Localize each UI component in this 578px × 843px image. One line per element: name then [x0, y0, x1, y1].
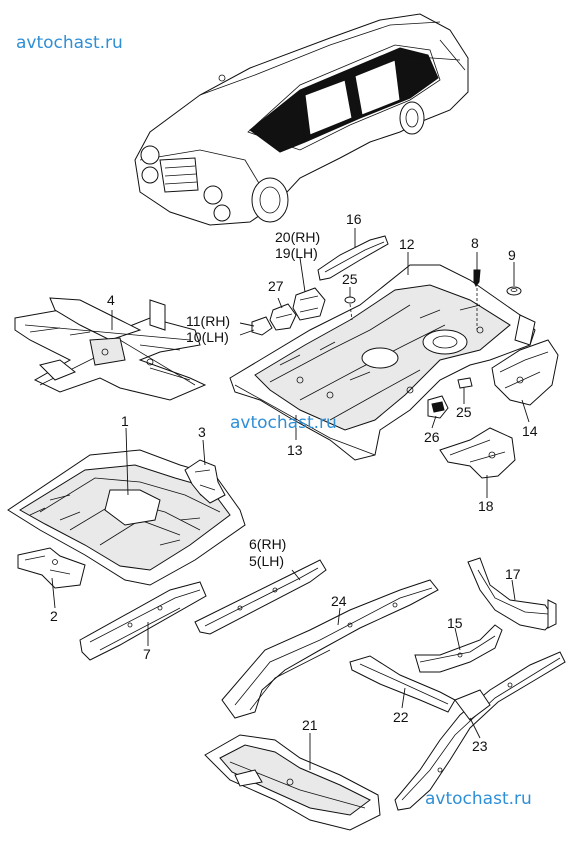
part-22-crossmember: [349, 655, 456, 713]
callout-21: 21: [302, 717, 318, 733]
callout-11-side: (RH): [200, 313, 231, 329]
callout-25-upper: 25: [342, 271, 358, 287]
part-26-bracket: [427, 395, 449, 419]
callout-11-rh: 11(RH): [186, 313, 230, 329]
callout-19-lh: 19(LH): [275, 245, 318, 261]
part-12-13-rear-floor: [229, 264, 536, 461]
part-21-rear-crossmember: [204, 734, 381, 831]
part-14-panel: [491, 339, 559, 406]
part-25-clip-b: [457, 377, 473, 389]
callout-19-side: (LH): [290, 245, 318, 261]
callout-27: 27: [268, 278, 284, 294]
callout-1: 1: [121, 413, 129, 429]
watermark-bottom-right: avtochast.ru: [425, 789, 532, 809]
callout-5-lh: 5(LH): [249, 553, 284, 569]
callout-22: 22: [393, 709, 409, 725]
callout-23: 23: [472, 738, 488, 754]
callout-10: 10: [186, 329, 202, 345]
callout-7: 7: [143, 646, 151, 662]
callout-8: 8: [471, 235, 479, 251]
callout-18: 18: [478, 498, 494, 514]
callout-9: 9: [508, 247, 516, 263]
callout-20-rh: 20(RH): [275, 229, 320, 245]
part-1-front-floor-pan: [7, 449, 246, 586]
part-17-rear-bracket: [467, 557, 557, 631]
part-9-plug: [506, 286, 522, 296]
callout-20-side: (RH): [290, 229, 321, 245]
callout-6: 6: [249, 536, 257, 552]
callout-17: 17: [505, 566, 521, 582]
watermark-center: avtochast.ru: [230, 413, 337, 433]
callout-19: 19: [275, 245, 291, 261]
part-24-side-member: [221, 579, 439, 719]
part-2-bracket: [17, 547, 86, 589]
callout-5-side: (LH): [256, 553, 285, 569]
callout-20: 20: [275, 229, 291, 245]
callout-26: 26: [424, 429, 440, 445]
callout-15: 15: [447, 615, 463, 631]
callout-4: 4: [107, 292, 115, 308]
part-27-clip: [269, 303, 297, 331]
watermark-top-left: avtochast.ru: [16, 33, 123, 53]
callout-13: 13: [287, 442, 303, 458]
part-4-front-floor-crossmember: [14, 297, 207, 401]
callout-16: 16: [346, 211, 362, 227]
part-19-20-bracket: [292, 287, 326, 321]
callout-5: 5: [249, 553, 257, 569]
part-5-6-side-sill: [194, 559, 327, 635]
callout-10-lh: 10(LH): [186, 329, 229, 345]
callout-14: 14: [522, 423, 538, 439]
callout-10-side: (LH): [201, 329, 229, 345]
part-7-side-member: [79, 581, 207, 661]
callout-6-side: (RH): [256, 536, 287, 552]
callout-24: 24: [331, 593, 347, 609]
callout-25-lower: 25: [456, 404, 472, 420]
callout-12: 12: [399, 236, 415, 252]
part-16-bracket: [317, 235, 389, 281]
part-10-11-clip: [251, 316, 273, 336]
callout-2: 2: [50, 608, 58, 624]
leader-lines: [51, 228, 530, 770]
part-18-bracket: [439, 427, 516, 479]
callout-6-rh: 6(RH): [249, 536, 286, 552]
callout-11: 11: [186, 313, 201, 329]
car-illustration: [134, 13, 469, 226]
part-8-bolt: [473, 269, 481, 330]
part-23-rear-side-member: [394, 651, 566, 811]
callout-3: 3: [198, 424, 206, 440]
part-15-crossmember: [414, 624, 503, 673]
